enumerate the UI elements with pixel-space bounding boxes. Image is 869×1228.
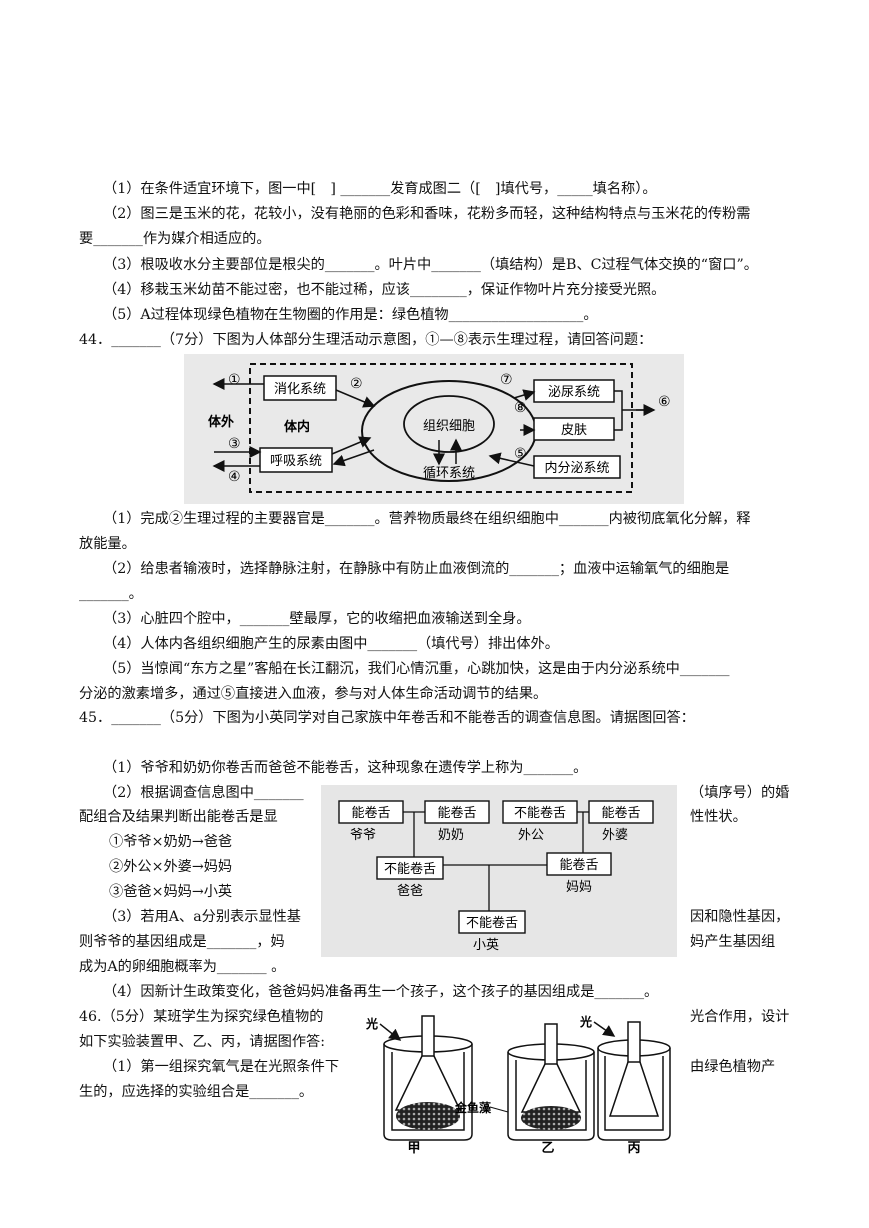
mom-trait: 能卷舌 [559, 857, 598, 873]
q44-line-2: 放能量。 [79, 536, 136, 552]
label-jia: 甲 [407, 1141, 420, 1154]
q43-line-4: （3）根吸收水分主要部位是根尖的_______。叶片中_______（填结构）是… [103, 257, 758, 273]
q46-line-3b: 由绿色植物产 [690, 1059, 776, 1075]
dad-trait: 不能卷舌 [384, 861, 436, 877]
q45-option-2: ②外公×外婆→妈妈 [109, 859, 233, 875]
q45-line-5a: 则爷爷的基因组成是_______，妈 [79, 934, 285, 950]
algae-yi [521, 1106, 581, 1130]
algae-label: 金鱼藻 [454, 1100, 492, 1115]
label-yi: 乙 [541, 1141, 554, 1154]
marker-5: ⑤ [514, 446, 527, 462]
body-boundary [249, 363, 633, 493]
arrow-resp-to-circ [331, 436, 372, 455]
marker-6: ⑥ [658, 394, 671, 410]
q46-line-1b: 光合作用，设计 [690, 1009, 790, 1025]
skin-label: 皮肤 [561, 423, 587, 438]
arrow-5 [488, 452, 535, 467]
grandpa-label: 爷爷 [350, 828, 376, 843]
q43-line-1: （1）在条件适宜环境下，图一中[ ] _______发育成图二（[ ]填代号，_… [103, 181, 657, 197]
mom-box [546, 852, 612, 876]
mom-label: 妈妈 [566, 880, 592, 895]
inside-label: 体内 [284, 419, 310, 435]
q43-line-5: （4）移栽玉米幼苗不能过密，也不能过稀，应该________，保证作物叶片充分接… [103, 282, 666, 298]
q44-line-1: （1）完成②生理过程的主要器官是_______。营养物质最终在组织细胞中____… [103, 511, 751, 527]
marker-4: ④ [228, 469, 241, 485]
physiology-diagram: 组织细胞 循环系统 消化系统 呼吸系统 体外 体内 ① ② ③ ④ 泌尿系统 皮… [184, 354, 684, 504]
maternal-grandma-trait: 能卷舌 [601, 805, 640, 821]
q43-line-2: （2）图三是玉米的花，花较小，没有艳丽的色彩和香味，花粉多而轻，这种结构特点与玉… [103, 206, 751, 222]
grandma-label: 奶奶 [438, 828, 464, 843]
maternal-grandpa-trait: 不能卷舌 [514, 805, 566, 821]
q45-line-2b: （填序号）的婚 [690, 785, 790, 801]
algae-jia [396, 1102, 460, 1130]
circulation-label: 循环系统 [423, 466, 475, 481]
q46-line-1a: 46.（5分）某班学生为探究绿色植物的 [79, 1009, 324, 1025]
dad-label: 爸爸 [397, 884, 423, 899]
light-label-jia: 光 [365, 1016, 378, 1031]
algae-pointer-yi [489, 1106, 509, 1113]
pedigree-chart: 能卷舌 爷爷 能卷舌 奶奶 不能卷舌 外公 能卷舌 外婆 不能卷舌 爸爸 能卷舌… [321, 785, 677, 957]
q45-line-4b: 因和隐性基因， [690, 909, 790, 925]
light-arrow-bing [593, 1021, 616, 1037]
grandpa-trait: 能卷舌 [351, 805, 390, 821]
maternal-grandma-label: 外婆 [602, 828, 628, 843]
endocrine-label: 内分泌系统 [544, 460, 609, 476]
arrow-2 [335, 389, 376, 408]
marker-7: ⑦ [500, 372, 513, 388]
marker-3: ③ [228, 436, 241, 452]
tissue-cell-label: 组织细胞 [423, 419, 475, 434]
endocrine-box [533, 455, 621, 479]
q43-line-3: 要_______作为媒介相适应的。 [79, 231, 271, 247]
xiaoying-trait: 不能卷舌 [466, 915, 518, 931]
q44-line-3: （2）给患者输液时，选择静脉注射，在静脉中有防止血液倒流的_______；血液中… [103, 561, 730, 577]
q44-line-4: _______。 [79, 586, 143, 602]
respiratory-label: 呼吸系统 [270, 454, 322, 469]
beaker-bing [597, 1021, 671, 1141]
respiratory-box [259, 447, 333, 473]
xiaoying-label: 小英 [473, 938, 499, 953]
q45-line-5b: 妈产生基因组 [690, 934, 776, 950]
maternal-grandpa-label: 外公 [518, 828, 544, 843]
q45-option-3: ③爸爸×妈妈→小英 [109, 884, 233, 900]
dad-box [376, 856, 444, 880]
marker-8: ⑧ [514, 400, 527, 416]
q44-line-6: （4）人体内各组织细胞产生的尿素由图中_______（填代号）排出体外。 [103, 636, 559, 652]
arrow-7 [513, 389, 536, 401]
q46-line-2a: 如下实验装置甲、乙、丙，请据图作答: [79, 1034, 325, 1050]
q45-line-7: （4）因新计生政策变化，爸爸妈妈准备再生一个孩子，这个孩子的基因组成是_____… [103, 984, 659, 1000]
q45-heading: 45．_______（5分）下图为小英同学对自己家族中年卷舌和不能卷舌的调查信息… [79, 710, 695, 726]
q45-line-1: （1）爷爷和奶奶你卷舌而爸爸不能卷舌，这种现象在遗传学上称为_______。 [103, 760, 588, 776]
q44-line-8: 分泌的激素增多，通过⑤直接进入血液，参与对人体生命活动调节的结果。 [79, 686, 548, 702]
q44-line-5: （3）心脏四个腔中，_______壁最厚，它的收缩把血液输送到全身。 [103, 611, 531, 627]
q43-line-6: （5）A过程体现绿色植物在生物圈的作用是：绿色植物_______________… [103, 307, 598, 323]
q45-line-2a: （2）根据调查信息图中_______ [103, 785, 304, 801]
label-bing: 丙 [627, 1141, 640, 1154]
q46-line-3a: （1）第一组探究氧气是在光照条件下 [103, 1059, 340, 1075]
arrow-circ-to-resp [332, 449, 375, 467]
outside-label: 体外 [208, 414, 234, 430]
marker-1: ① [228, 372, 241, 388]
q44-line-7: （5）当惊闻“东方之星”客船在长江翻沉，我们心情沉重，心跳加快，这是由于内分泌系… [103, 661, 730, 677]
marker-2: ② [350, 376, 363, 392]
experiment-apparatus: 光 光 金鱼藻 甲 乙 丙 [365, 1014, 671, 1154]
q45-line-4a: （3）若用A、a分别表示显性基 [103, 909, 301, 925]
q45-line-6: 成为A的卵细胞概率为_______ 。 [79, 959, 286, 975]
tissue-cell-oval [403, 395, 495, 453]
xiaoying-box [458, 910, 526, 934]
digestive-box [263, 375, 337, 401]
light-arrow-jia [379, 1023, 402, 1041]
q45-line-3a: 配组合及结果判断出能卷舌是显 [79, 809, 278, 825]
grandma-trait: 能卷舌 [437, 805, 476, 821]
q45-line-3b: 性性状。 [690, 809, 747, 825]
q45-option-1: ①爷爷×奶奶→爸爸 [109, 834, 233, 850]
light-label-bing: 光 [579, 1014, 592, 1029]
q46-line-4a: 生的，应选择的实验组合是_______。 [79, 1084, 314, 1100]
q44-heading: 44．_______（7分）下图为人体部分生理活动示意图，①—⑧表示生理过程，请… [79, 332, 653, 348]
urinary-label: 泌尿系统 [548, 385, 600, 400]
digestive-label: 消化系统 [274, 382, 326, 397]
